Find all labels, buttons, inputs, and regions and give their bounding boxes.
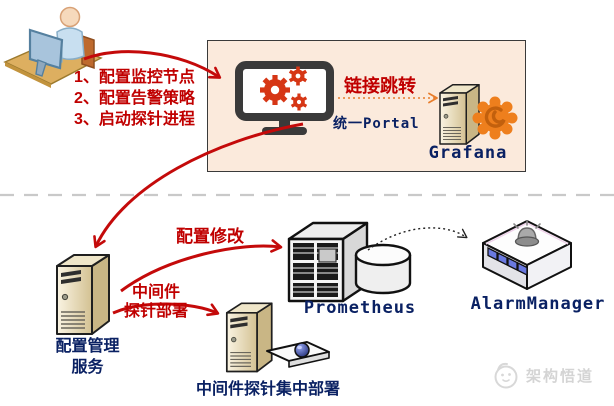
unified-portal-monitor-icon [235, 61, 334, 135]
probe-tray-icon [266, 341, 330, 368]
prometheus-server-icon [287, 221, 412, 303]
config-step-1: 1、配置监控节点 [74, 69, 195, 86]
probe-deploy-arrow-label: 中间件 探针部署 [108, 283, 204, 321]
gears-icon [260, 66, 308, 111]
watermark-text: 架构悟道 [526, 367, 595, 385]
watermark: 架构悟道 [492, 360, 594, 390]
probe-deploy-label-line2: 探针部署 [123, 303, 188, 320]
config-step-2: 2、配置告警策略 [74, 90, 195, 107]
config-server-label-line2: 服务 [71, 359, 104, 376]
led-lights [487, 246, 528, 277]
operator-person-icon [3, 6, 103, 88]
config-management-server-label: 配置管理 服务 [40, 336, 135, 378]
unified-portal-label: 统一Portal [333, 116, 420, 132]
config-modify-arrow-label: 配置修改 [176, 227, 244, 246]
middleware-probe-server-icon [225, 302, 330, 373]
link-jump-arrow-label: 链接跳转 [344, 76, 416, 96]
alarm-manager-icon [482, 220, 572, 290]
prometheus-label: Prometheus [303, 298, 417, 318]
database-cylinder-icon [354, 243, 412, 295]
grafana-server-icon [439, 83, 518, 145]
probe-deploy-label-line1: 中间件 [131, 284, 180, 301]
middleware-probe-server-label: 中间件探针集中部署 [195, 381, 340, 398]
alarm-manager-label: AlarmManager [470, 294, 606, 314]
config-steps-list: 1、配置监控节点 2、配置告警策略 3、启动探针进程 [74, 67, 195, 130]
grafana-logo-icon [472, 96, 518, 140]
siren-icon [513, 220, 541, 247]
config-step-3: 3、启动探针进程 [74, 111, 195, 128]
grafana-label: Grafana [428, 143, 508, 163]
watermark-logo-icon [494, 362, 518, 389]
config-server-label-line1: 配置管理 [55, 338, 120, 355]
